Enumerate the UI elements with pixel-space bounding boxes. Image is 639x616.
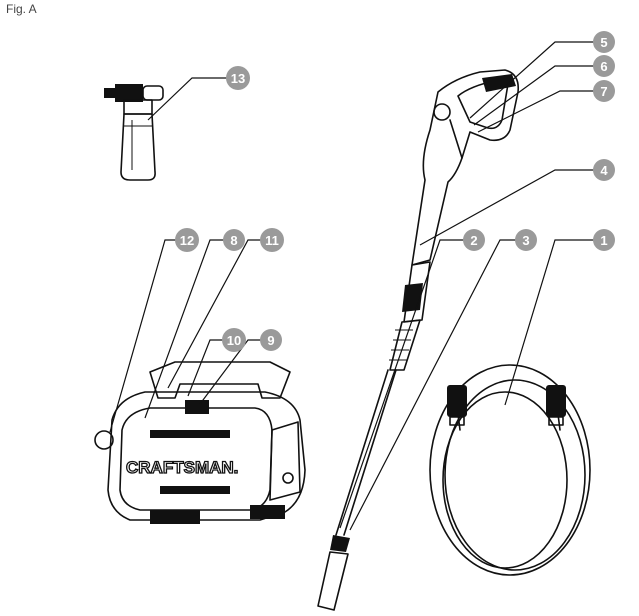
callout-1: 1 <box>593 229 615 251</box>
foam-cannon-illustration <box>104 84 164 181</box>
callout-number: 9 <box>267 333 274 348</box>
callout-number: 12 <box>180 233 194 248</box>
callout-6: 6 <box>593 55 615 77</box>
callout-10: 10 <box>222 328 246 352</box>
callout-number: 5 <box>600 35 607 50</box>
leader-lines <box>109 41 598 531</box>
callout-number: 7 <box>600 84 607 99</box>
callout-5: 5 <box>593 31 615 53</box>
brand-logo-text: CRAFTSMAN. <box>126 458 238 477</box>
callout-number: 6 <box>600 59 607 74</box>
callout-12: 12 <box>175 228 199 252</box>
spray-gun-illustration <box>335 69 520 536</box>
callout-number: 2 <box>470 233 477 248</box>
callout-number: 3 <box>522 233 529 248</box>
callout-11: 11 <box>260 228 284 252</box>
callout-number: 1 <box>600 233 607 248</box>
nozzle-illustration <box>317 535 350 611</box>
callout-number: 13 <box>231 71 245 86</box>
callout-7: 7 <box>593 80 615 102</box>
callout-number: 10 <box>227 333 241 348</box>
callout-number: 4 <box>600 163 608 178</box>
callout-number: 11 <box>265 233 279 248</box>
callout-9: 9 <box>260 329 282 351</box>
callout-13: 13 <box>226 66 250 90</box>
pressure-washer-unit-illustration <box>94 361 306 524</box>
callout-2: 2 <box>463 229 485 251</box>
callout-3: 3 <box>515 229 537 251</box>
callout-number: 8 <box>230 233 237 248</box>
callout-4: 4 <box>593 159 615 181</box>
callout-8: 8 <box>223 229 245 251</box>
figure-label: Fig. A <box>6 2 37 16</box>
hose-illustration <box>429 364 591 576</box>
